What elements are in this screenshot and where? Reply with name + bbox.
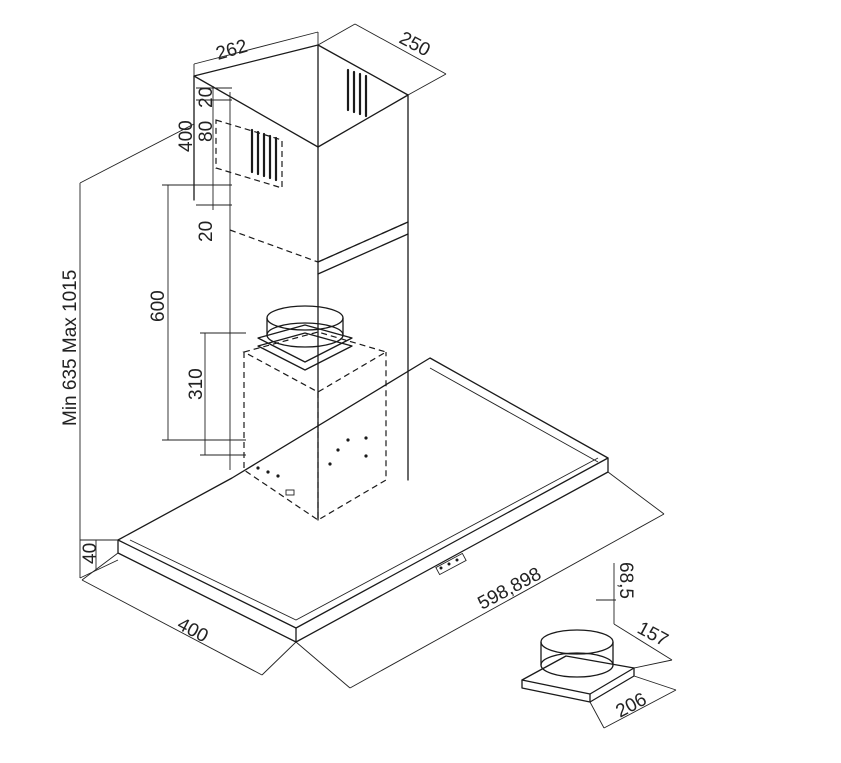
dim-lower-chimney-height: 600 xyxy=(148,290,169,322)
dim-canopy-thickness: 40 xyxy=(80,543,101,564)
motor-unit xyxy=(242,305,388,521)
canopy xyxy=(117,357,609,643)
dim-canopy-depth: 400 xyxy=(174,614,212,647)
dim-adapter-height: 68,5 xyxy=(615,562,636,599)
adapter-part xyxy=(521,629,635,703)
dim-chimney-width: 262 xyxy=(214,36,250,65)
dim-total-height: Min 635 Max 1015 xyxy=(60,270,81,426)
dim-upper-top-offset: 20 xyxy=(196,87,217,108)
dim-chimney-depth: 250 xyxy=(396,28,434,61)
dim-lower-offset: 20 xyxy=(196,221,217,242)
dim-adapter-width: 206 xyxy=(612,689,650,722)
vent-slots xyxy=(215,68,368,189)
dim-upper-slot-height: 80 xyxy=(196,121,217,142)
dim-upper-bracket-height: 400 xyxy=(176,120,197,152)
dimension-lines xyxy=(79,23,677,729)
upper-chimney xyxy=(193,44,409,521)
dim-motor-height: 310 xyxy=(186,368,207,400)
dim-adapter-depth: 157 xyxy=(634,618,672,651)
dim-canopy-width: 598,898 xyxy=(474,564,545,615)
